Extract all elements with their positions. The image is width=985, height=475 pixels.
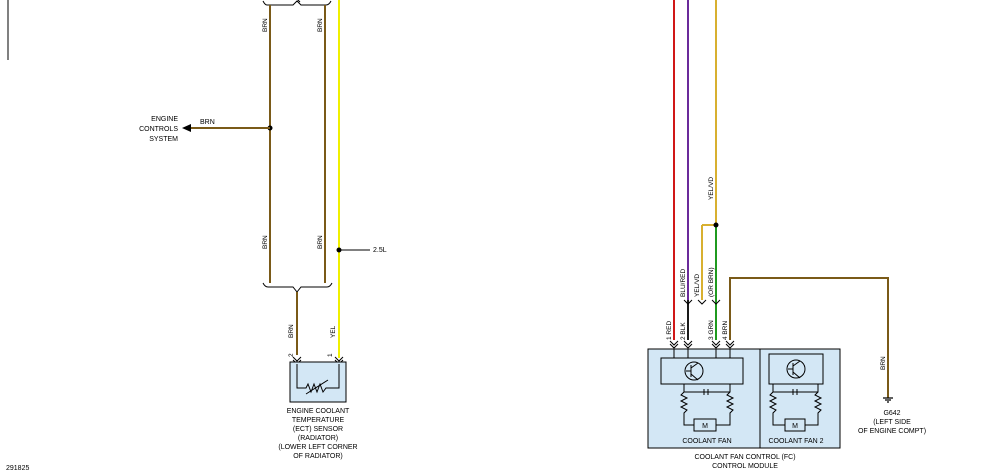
fan1-motor-icon [693, 418, 717, 432]
ecs-line-2: CONTROLS [139, 126, 178, 133]
brn-label-bottom-left: BRN [262, 235, 269, 249]
fan1-motor-label: M [702, 423, 708, 430]
fan1-label: COOLANT FAN [682, 438, 731, 445]
brn-ground-wire [729, 277, 889, 398]
fc-module-line-1: COOLANT FAN CONTROL (FC) [694, 454, 795, 461]
fan1-transistor-icon [684, 361, 704, 381]
pin-2-label: 2 BLK [680, 322, 687, 340]
yel-vd-mid-label: YEL/VD [694, 274, 701, 297]
arrow-label-brn: BRN [200, 119, 215, 126]
ground-wire-label: BRN [880, 356, 887, 370]
top-bracket-tips [262, 0, 332, 6]
ect-line-3: (ECT) SENSOR [293, 426, 343, 433]
arrow-to-ecs [182, 124, 191, 132]
ect-line-5: (LOWER LEFT CORNER [278, 444, 357, 451]
fan2-motor-icon [784, 418, 806, 432]
ect-thermistor-icon [296, 364, 340, 395]
sensor-pin-2: 2 [288, 353, 295, 357]
ground-line-3: OF ENGINE COMPT) [858, 428, 926, 435]
ground-line-1: G642 [883, 410, 900, 417]
ect-line-1: ENGINE COOLANT [287, 408, 350, 415]
sensor-yel-label: YEL [330, 325, 337, 338]
ect-sensor-box [289, 361, 347, 403]
brn-label-bottom-right: BRN [317, 235, 324, 249]
module-connector-chevrons [669, 340, 735, 349]
fan2-label: COOLANT FAN 2 [768, 438, 823, 445]
bottom-bracket [262, 282, 333, 293]
sensor-pin-1: 1 [327, 353, 334, 357]
fan1-driver-box [660, 357, 744, 385]
brn-label-top-right: BRN [317, 18, 324, 32]
fan1-driver-leads [673, 349, 731, 358]
ground-icon [883, 397, 893, 403]
fc-module-line-2: CONTROL MODULE [712, 463, 778, 470]
fan1-transistor-lines [686, 362, 699, 381]
ground-line-2: (LEFT SIDE [873, 419, 911, 426]
ecs-line-1: ENGINE [151, 116, 178, 123]
pin-4-label: 4 BRN [722, 321, 729, 340]
ect-line-4: (RADIATOR) [298, 435, 338, 442]
brn-label-top-left: BRN [262, 18, 269, 32]
or-brn-label: (OR BRN) [708, 267, 715, 297]
splice-label-25l: 2.5L [373, 247, 387, 254]
ect-line-6: OF RADIATOR) [293, 453, 343, 460]
fan2-transistor-icon [786, 359, 806, 379]
ect-line-2: TEMPERATURE [292, 417, 345, 424]
fan2-driver-box [768, 353, 824, 385]
blu-red-label: BLU/RED [680, 269, 687, 297]
splice-dot-yelvd [713, 222, 719, 228]
top-bracket [262, 0, 331, 3]
figure-id: 291825 [6, 465, 29, 472]
fan1-circuit [679, 384, 735, 426]
ecs-line-3: SYSTEM [149, 136, 178, 143]
yel-vd-upper-label: YEL/VD [708, 177, 715, 200]
fan2-circuit [768, 384, 823, 426]
fan2-transistor-lines [788, 360, 801, 379]
connector-upper-chevrons [683, 299, 721, 305]
sensor-brn-label: BRN [288, 324, 295, 338]
fan2-motor-label: M [792, 423, 798, 430]
pin-1-label: 1 RED [666, 321, 673, 340]
pin-3-label: 3 GRN [708, 320, 715, 340]
